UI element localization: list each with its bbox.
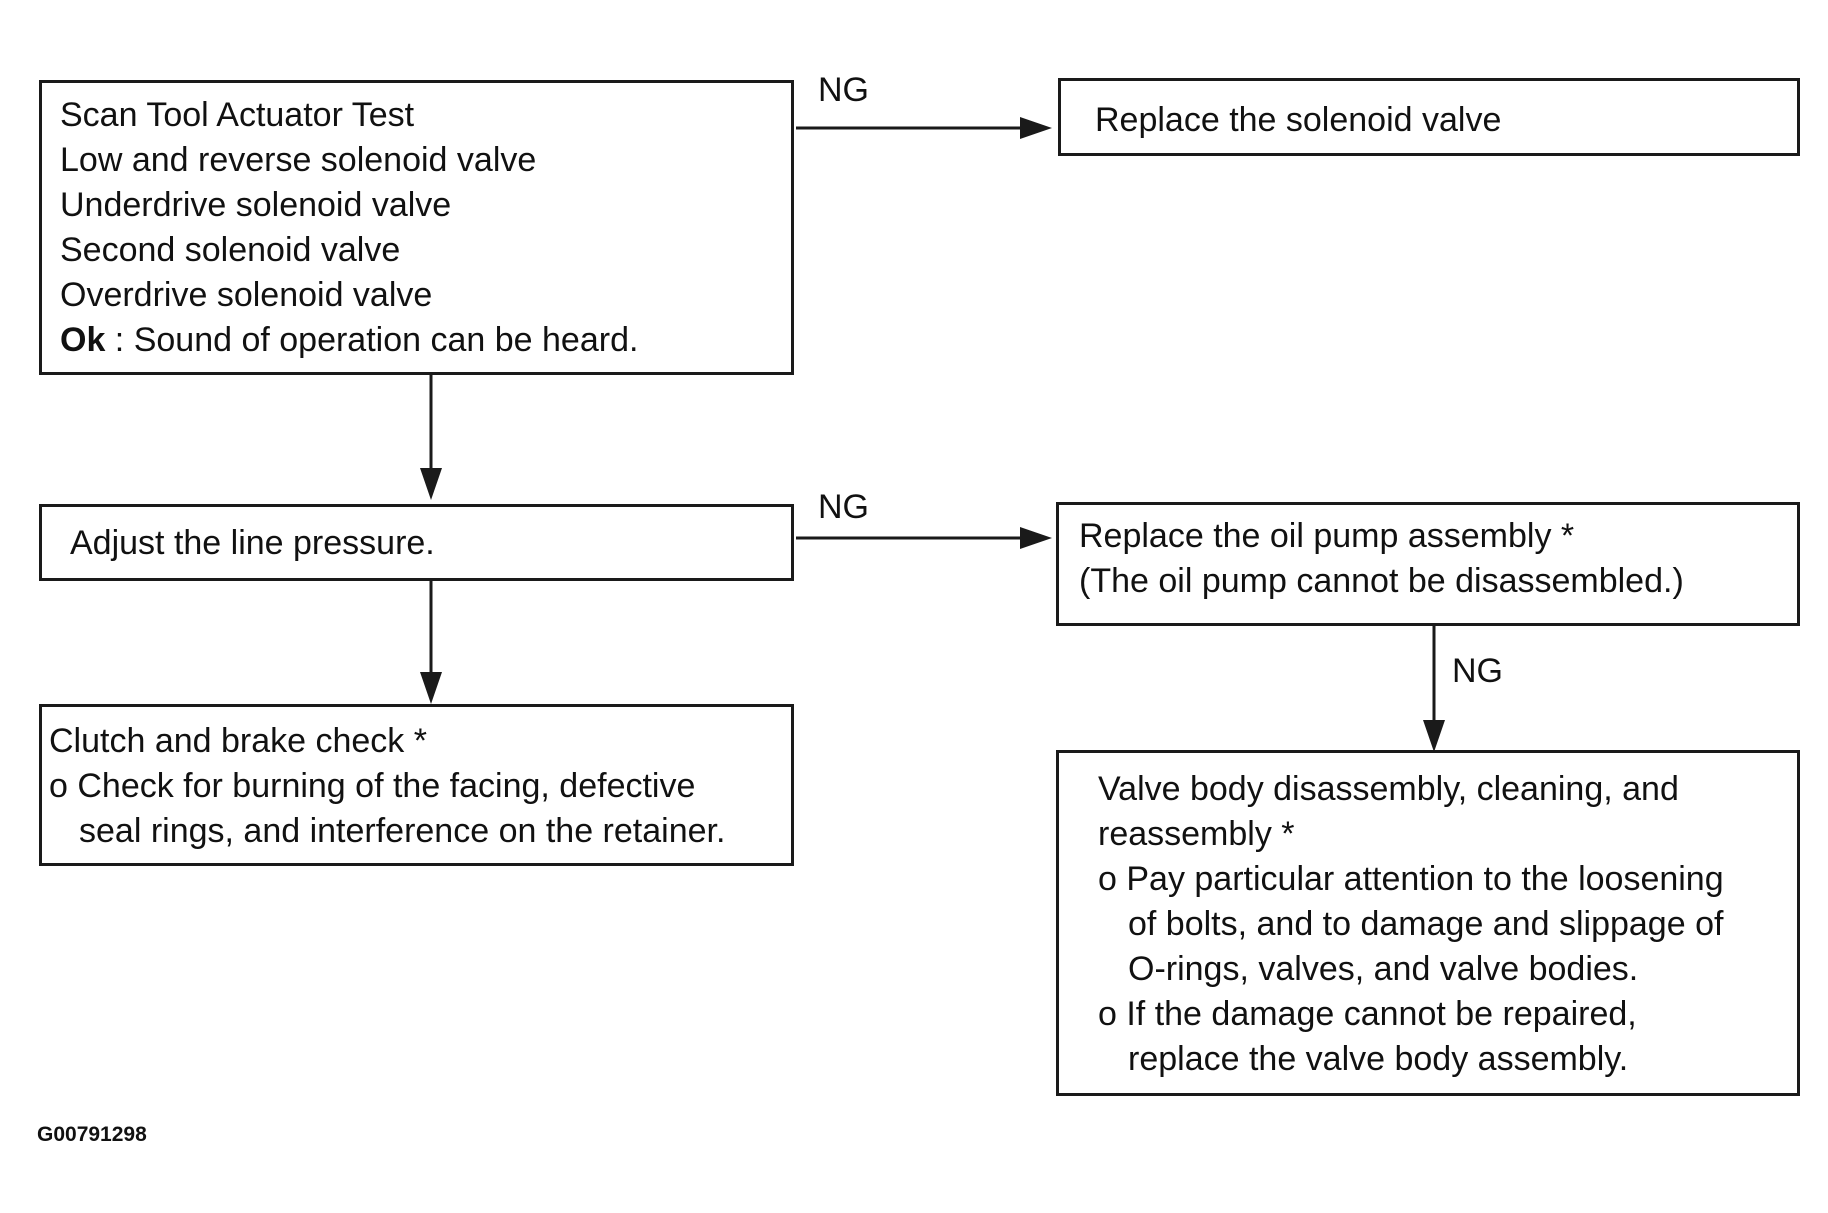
replace-oil-pump-line: Replace the oil pump assembly * [1079,517,1575,555]
valve-body-line: Valve body disassembly, cleaning, and [1098,770,1679,808]
valve-body-line: replace the valve body assembly. [1128,1040,1629,1078]
actuator-test-line: Scan Tool Actuator Test [60,96,415,134]
arrow-actuator-to-replace-solenoid [796,117,1052,139]
valve-body-line: of bolts, and to damage and slippage of [1128,905,1724,943]
ng-label: NG [1452,652,1503,690]
valve-body-line: o Pay particular attention to the loosen… [1098,860,1724,898]
actuator-test-box: Scan Tool Actuator Test Low and reverse … [39,80,794,375]
actuator-test-line: Underdrive solenoid valve [60,186,452,224]
replace-solenoid-text: Replace the solenoid valve [1095,101,1502,139]
arrow-oil-pump-to-valve-body [1423,626,1445,752]
replace-solenoid-box: Replace the solenoid valve [1058,78,1800,156]
replace-oil-pump-line: (The oil pump cannot be disassembled.) [1079,562,1684,600]
valve-body-box: Valve body disassembly, cleaning, and re… [1056,750,1800,1096]
ok-criteria: Ok : Sound of operation can be heard. [60,318,791,363]
clutch-brake-check-box: Clutch and brake check * o Check for bur… [39,704,794,866]
valve-body-line: O-rings, valves, and valve bodies. [1128,950,1639,988]
ok-label: Ok [60,321,106,359]
arrow-actuator-to-adjust [420,374,442,500]
ng-label: NG [818,488,869,526]
replace-oil-pump-box: Replace the oil pump assembly * (The oil… [1056,502,1800,626]
adjust-line-pressure-text: Adjust the line pressure. [70,524,435,562]
figure-id: G00791298 [37,1123,147,1146]
clutch-brake-line: o Check for burning of the facing, defec… [49,767,696,805]
ok-text: : Sound of operation can be heard. [105,321,639,359]
arrow-adjust-to-clutch [420,581,442,704]
actuator-test-line: Overdrive solenoid valve [60,276,433,314]
adjust-line-pressure-box: Adjust the line pressure. [39,504,794,581]
ng-label: NG [818,71,869,109]
arrow-adjust-to-oil-pump [796,527,1052,549]
actuator-test-line: Second solenoid valve [60,231,401,269]
valve-body-line: o If the damage cannot be repaired, [1098,995,1637,1033]
actuator-test-line: Low and reverse solenoid valve [60,141,537,179]
clutch-brake-line: seal rings, and interference on the reta… [79,812,726,850]
valve-body-line: reassembly * [1098,815,1295,853]
clutch-brake-line: Clutch and brake check * [49,722,427,760]
